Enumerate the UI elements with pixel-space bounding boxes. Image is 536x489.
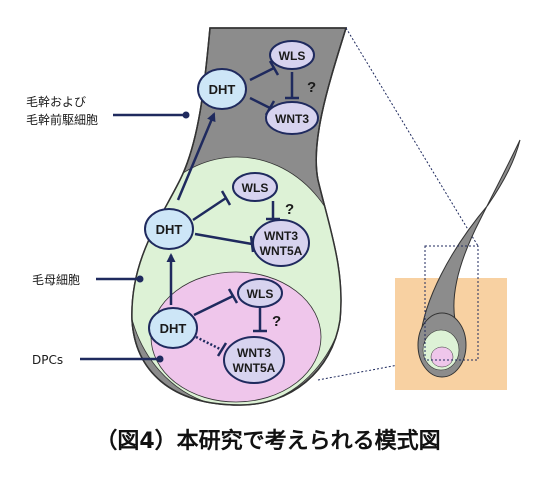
wnt-node-bot (223, 336, 285, 384)
wls-label-bot: WLS (247, 287, 274, 301)
inhibit-mid-wls (192, 196, 227, 222)
small-hair-shaft (419, 139, 521, 341)
dht-label-bot: DHT (160, 321, 187, 336)
wnt3-label-bot: WNT3 (237, 346, 271, 360)
question-mark-mid: ? (285, 201, 294, 218)
dht-node-bot (148, 307, 198, 349)
wls-node-mid (232, 172, 278, 202)
dpc-pointer-dot (156, 355, 164, 363)
shaft-label-line2: 毛幹前駆細胞 (26, 112, 98, 127)
inhibit-bot-wnt-dotted (195, 335, 223, 352)
dht-label-top: DHT (209, 82, 236, 97)
inhibit-bot-wls-bar (227, 288, 239, 304)
shaft-label-line1: 毛幹および (26, 94, 86, 109)
wls-node-bot (237, 278, 283, 308)
dht-label-mid: DHT (156, 222, 183, 237)
wnt5a-label-mid: WNT5A (260, 244, 303, 258)
wls-node-top (269, 40, 315, 70)
inhibit-bot-wls (193, 294, 234, 317)
zoom-line-top (345, 27, 479, 247)
inhibit-top-wls-bar (268, 60, 280, 76)
question-mark-bot: ? (272, 313, 281, 330)
wnt3-node-top (265, 101, 319, 135)
dht-node-top (197, 68, 247, 110)
shaft-pointer-dot (182, 111, 190, 119)
inhibit-mid-wnt-bar (249, 235, 255, 253)
wls-label-top: WLS (279, 49, 306, 63)
zoom-box (424, 245, 479, 361)
question-mark-top: ? (307, 79, 316, 96)
matrix-label: 毛母細胞 (32, 273, 80, 287)
dht-node-mid (144, 208, 194, 250)
matrix-pointer-dot (136, 275, 144, 283)
figure-caption: （図4）本研究で考えられる模式図 (95, 428, 440, 454)
inhibit-top-wnt3 (249, 96, 271, 110)
inhibit-mid-wls-bar (220, 190, 232, 206)
wnt-node-mid (252, 219, 310, 267)
dpc-label: DPCs (32, 353, 63, 367)
arrow-mid-to-top (176, 112, 216, 201)
wnt3-label-mid: WNT3 (264, 229, 298, 243)
inhibit-mid-wnt (194, 232, 253, 246)
wls-label-mid: WLS (242, 181, 269, 195)
wnt3-label-top: WNT3 (275, 112, 309, 126)
inhibit-bot-wnt-bar (216, 342, 228, 357)
small-dpc (430, 346, 454, 368)
wnt5a-label-bot: WNT5A (233, 361, 276, 375)
inhibit-top-wls (249, 66, 275, 82)
